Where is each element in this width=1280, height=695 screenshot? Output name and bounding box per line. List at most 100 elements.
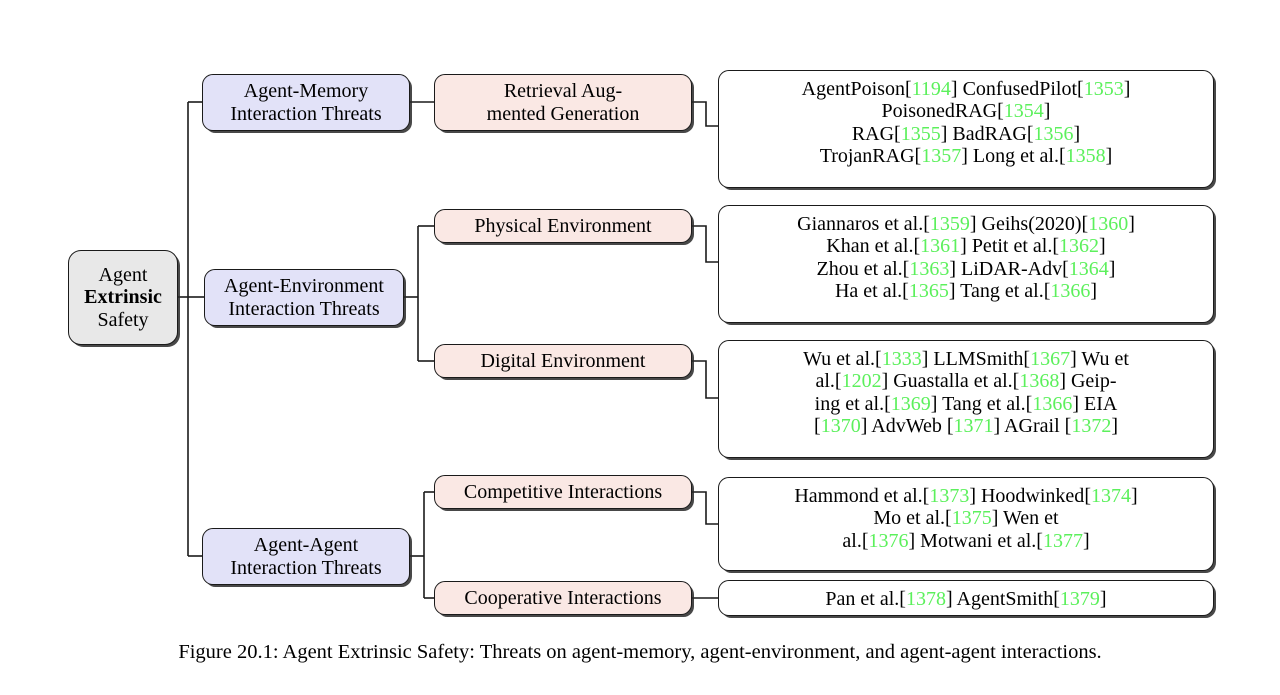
citation-bracket: ]	[1059, 370, 1066, 393]
citation-number[interactable]: 1366	[1032, 392, 1073, 415]
citation-bracket: [	[899, 588, 906, 610]
citation-bracket: [	[997, 100, 1004, 123]
citation-number[interactable]: 1371	[953, 415, 994, 438]
citation-label: PoisonedRAG	[881, 100, 998, 123]
citation-number[interactable]: 1375	[951, 507, 992, 530]
citation-label: Zhou et al.	[816, 257, 903, 280]
branch-label-line-1: Agent-Agent	[253, 534, 359, 557]
citation-bracket: [	[875, 348, 882, 370]
citation-bracket: [	[1052, 235, 1060, 258]
node-digital-environment[interactable]: Digital Environment	[434, 344, 692, 378]
category-label-line-2: mented Generation	[486, 102, 640, 125]
citation-bracket: ]	[1070, 348, 1077, 370]
citation-number[interactable]: 1358	[1065, 145, 1106, 168]
citation-bracket: [	[1036, 529, 1043, 552]
citation-label: AdvWeb	[867, 415, 947, 438]
citation-bracket: ]	[948, 280, 956, 303]
citation-number[interactable]: 1377	[1042, 529, 1083, 552]
citation-number[interactable]: 1360	[1088, 213, 1129, 235]
category-label-line-1: Cooperative Interactions	[464, 586, 662, 609]
connector-digital-leaf	[692, 360, 718, 399]
citation-label: Long et al.	[967, 145, 1059, 168]
citation-line: Ha et al.[1365] Tang et al.[1366]	[731, 280, 1201, 302]
node-physical-environment[interactable]: Physical Environment	[434, 209, 692, 243]
citation-bracket: ]	[1111, 415, 1118, 438]
citation-bracket: ]	[1082, 529, 1090, 552]
connector-physical-leaf	[692, 225, 718, 263]
citation-bracket: [	[945, 507, 952, 530]
citation-bracket: [	[904, 78, 912, 100]
citation-bracket: ]	[860, 415, 868, 438]
citation-label: Wu et al.	[803, 348, 876, 370]
citation-number[interactable]: 1363	[909, 257, 950, 280]
node-agent-memory-interaction-threats[interactable]: Agent-Memory Interaction Threats	[202, 74, 410, 131]
citation-number[interactable]: 1374	[1090, 485, 1131, 507]
citation-bracket: ]	[1128, 213, 1135, 235]
leaf-cooperative-interactions-citations[interactable]: Pan et al.[1378] AgentSmith[1379]	[718, 580, 1214, 616]
citation-label: AgentSmith	[952, 588, 1054, 610]
leaf-physical-environment-citations[interactable]: Giannaros et al.[1359] Geihs(2020)[1360]…	[718, 205, 1214, 323]
citation-number[interactable]: 1194	[911, 78, 951, 100]
root-line-1: Agent	[98, 263, 148, 286]
node-cooperative-interactions[interactable]: Cooperative Interactions	[434, 581, 692, 615]
citation-label: TrojanRAG	[819, 145, 915, 168]
citation-line: AgentPoison[1194] ConfusedPilot[1353]	[731, 78, 1201, 100]
node-agent-environment-interaction-threats[interactable]: Agent-Environment Interaction Threats	[204, 269, 404, 326]
citation-number[interactable]: 1379	[1059, 588, 1100, 610]
citation-number[interactable]: 1373	[929, 485, 970, 507]
citation-bracket: ]	[921, 348, 929, 370]
citation-number[interactable]: 1333	[881, 348, 922, 370]
category-label-line-1: Retrieval Aug-	[503, 80, 623, 103]
citation-label: Hammond et al.	[794, 485, 923, 507]
citation-number[interactable]: 1362	[1059, 235, 1100, 258]
node-agent-extrinsic-safety[interactable]: Agent Extrinsic Safety	[68, 250, 178, 345]
leaf-rag-citations[interactable]: AgentPoison[1194] ConfusedPilot[1353]Poi…	[718, 70, 1214, 188]
branch-label-line-2: Interaction Threats	[230, 102, 382, 125]
citation-number[interactable]: 1356	[1033, 122, 1074, 145]
citation-number[interactable]: 1365	[908, 280, 949, 303]
node-retrieval-augmented-generation[interactable]: Retrieval Aug- mented Generation	[434, 74, 692, 131]
citation-number[interactable]: 1369	[890, 392, 931, 415]
citation-number[interactable]: 1372	[1071, 415, 1112, 438]
citation-label: AGrail	[1000, 415, 1065, 438]
citation-bracket: [	[861, 529, 869, 552]
citation-line: Zhou et al.[1363] LiDAR-Adv[1364]	[731, 258, 1201, 280]
citation-number[interactable]: 1367	[1030, 348, 1071, 370]
citation-list: Pan et al.[1378] AgentSmith[1379]	[731, 588, 1201, 610]
citation-number[interactable]: 1354	[1003, 100, 1044, 123]
citation-number[interactable]: 1368	[1019, 370, 1060, 393]
citation-label: al.	[815, 370, 835, 393]
citation-line: RAG[1355] BadRAG[1356]	[731, 123, 1201, 145]
citation-number[interactable]: 1376	[868, 529, 909, 552]
leaf-competitive-interactions-citations[interactable]: Hammond et al.[1373] Hoodwinked[1374]Mo …	[718, 477, 1214, 571]
citation-number[interactable]: 1202	[841, 370, 882, 393]
citation-bracket: [	[902, 257, 910, 280]
citation-number[interactable]: 1366	[1050, 280, 1091, 303]
citation-number[interactable]: 1359	[929, 213, 970, 235]
citation-number[interactable]: 1378	[905, 588, 946, 610]
citation-label: LLMSmith	[928, 348, 1024, 370]
category-label-line-1: Physical Environment	[474, 214, 652, 237]
citation-number[interactable]: 1364	[1068, 257, 1109, 280]
citation-bracket: ]	[881, 370, 889, 393]
citation-bracket: ]	[1073, 122, 1081, 145]
citation-bracket: [	[914, 145, 922, 168]
citation-bracket: ]	[1108, 257, 1116, 280]
node-agent-agent-interaction-threats[interactable]: Agent-Agent Interaction Threats	[202, 528, 410, 585]
citation-number[interactable]: 1353	[1083, 78, 1124, 100]
citation-bracket: [	[884, 392, 891, 415]
citation-bracket: [	[923, 213, 930, 235]
citation-bracket: ]	[969, 213, 977, 235]
citation-number[interactable]: 1370	[820, 415, 861, 438]
citation-bracket: [	[1077, 78, 1084, 100]
citation-list: Giannaros et al.[1359] Geihs(2020)[1360]…	[731, 213, 1201, 303]
citation-line: Khan et al.[1361] Petit et al.[1362]	[731, 235, 1201, 257]
citation-label: BadRAG	[947, 122, 1027, 145]
citation-bracket: ]	[950, 78, 958, 100]
citation-number[interactable]: 1357	[921, 145, 962, 168]
node-competitive-interactions[interactable]: Competitive Interactions	[434, 475, 692, 509]
citation-number[interactable]: 1355	[900, 122, 941, 145]
citation-bracket: [	[1081, 213, 1089, 235]
citation-number[interactable]: 1361	[920, 235, 961, 258]
